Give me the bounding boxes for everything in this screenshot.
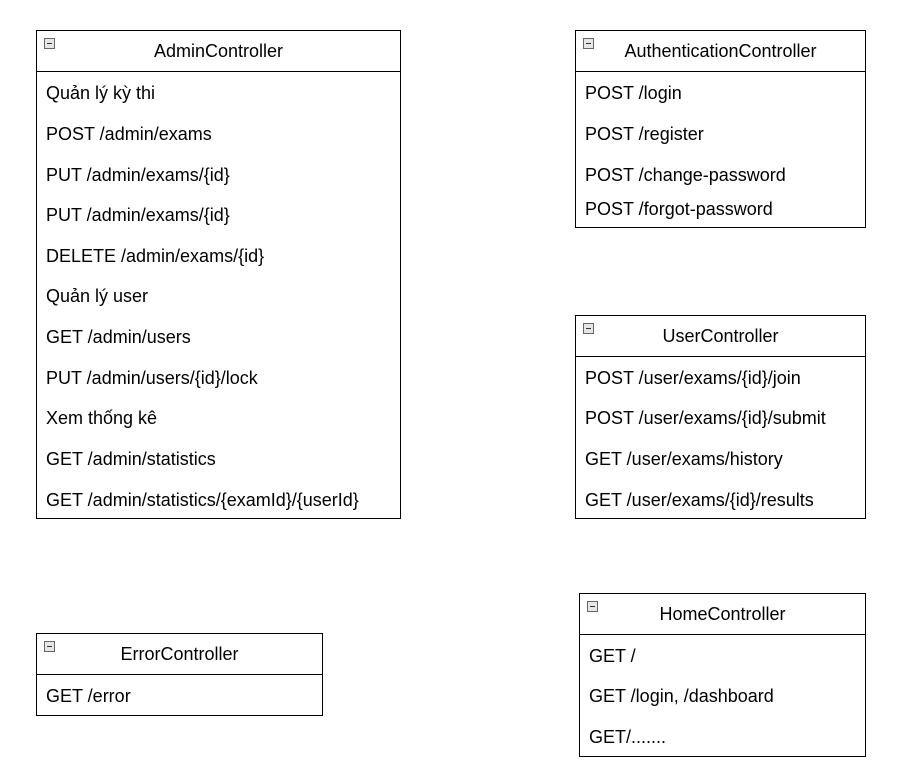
- authentication-controller-box: AuthenticationController POST /login POS…: [575, 30, 866, 228]
- home-item: GET /: [589, 646, 636, 666]
- admin-item: DELETE /admin/exams/{id}: [46, 246, 265, 266]
- home-controller-box: HomeController GET / GET /login, /dashbo…: [579, 593, 866, 757]
- home-controller-header: HomeController: [580, 594, 865, 635]
- admin-item: PUT /admin/exams/{id}: [46, 205, 230, 225]
- collapse-icon[interactable]: [44, 641, 55, 652]
- home-item: GET /login, /dashboard: [589, 686, 774, 706]
- user-controller-title: UserController: [662, 325, 779, 346]
- error-controller-header: ErrorController: [37, 634, 322, 675]
- auth-item: POST /forgot-password: [585, 199, 773, 219]
- home-controller-title: HomeController: [659, 603, 786, 624]
- authentication-controller-header: AuthenticationController: [576, 31, 865, 72]
- collapse-icon[interactable]: [583, 38, 594, 49]
- error-item: GET /error: [46, 686, 131, 706]
- collapse-icon[interactable]: [583, 323, 594, 334]
- user-controller-box: UserController POST /user/exams/{id}/joi…: [575, 315, 866, 519]
- auth-item: POST /change-password: [585, 165, 786, 185]
- admin-item: PUT /admin/users/{id}/lock: [46, 368, 258, 388]
- admin-item: Quản lý kỳ thi: [46, 83, 156, 103]
- user-controller-header: UserController: [576, 316, 865, 357]
- auth-item: POST /login: [585, 83, 682, 103]
- admin-item: GET /admin/statistics: [46, 449, 216, 469]
- error-controller-box: ErrorController GET /error: [36, 633, 323, 716]
- admin-item: GET /admin/statistics/{examId}/{userId}: [46, 490, 359, 510]
- admin-item: POST /admin/exams: [46, 124, 212, 144]
- admin-item: PUT /admin/exams/{id}: [46, 165, 230, 185]
- admin-item: Quản lý user: [46, 286, 149, 306]
- admin-controller-header: AdminController: [37, 31, 400, 72]
- auth-item: POST /register: [585, 124, 704, 144]
- admin-controller-title: AdminController: [153, 40, 284, 61]
- user-item: POST /user/exams/{id}/join: [585, 368, 801, 388]
- admin-controller-box: AdminController Quản lý kỳ thi POST /adm…: [36, 30, 401, 519]
- error-controller-title: ErrorController: [120, 643, 239, 664]
- authentication-controller-title: AuthenticationController: [624, 40, 817, 61]
- user-item: GET /user/exams/history: [585, 449, 783, 469]
- user-item: GET /user/exams/{id}/results: [585, 490, 814, 510]
- home-item: GET/.......: [589, 727, 667, 747]
- collapse-icon[interactable]: [587, 601, 598, 612]
- user-item: POST /user/exams/{id}/submit: [585, 408, 826, 428]
- admin-item: Xem thống kê: [46, 408, 158, 428]
- admin-item: GET /admin/users: [46, 327, 191, 347]
- collapse-icon[interactable]: [44, 38, 55, 49]
